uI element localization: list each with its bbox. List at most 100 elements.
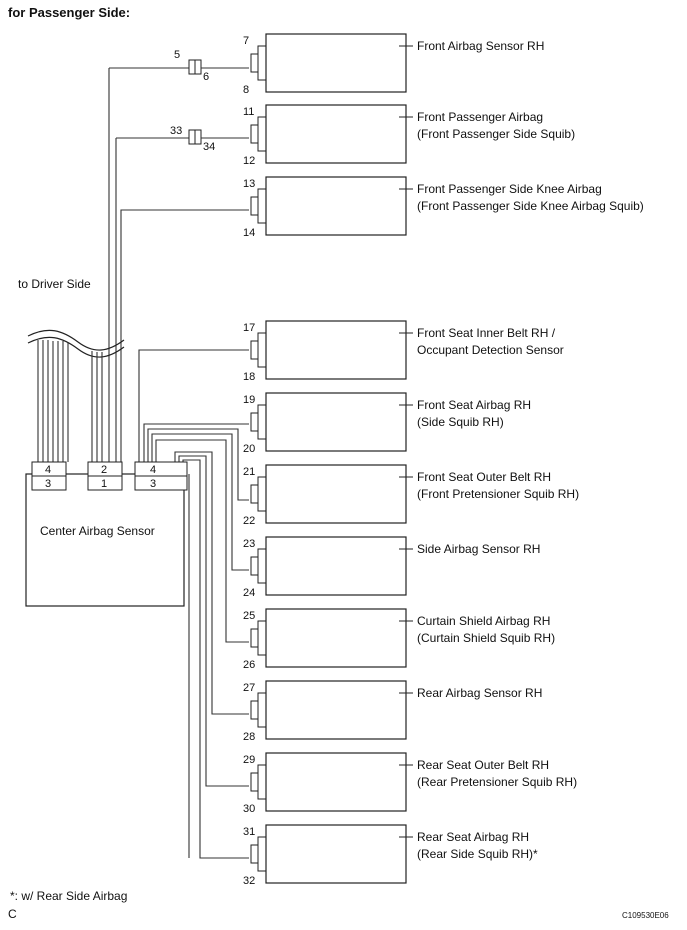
component-connector: [257, 332, 267, 368]
component-connector-plug: [250, 124, 259, 144]
component-pin-bottom: 8: [243, 84, 249, 96]
component-pin-bottom: 26: [243, 659, 255, 671]
to-driver-side-label: to Driver Side: [18, 277, 91, 291]
junction-pin-5: 5: [174, 49, 180, 61]
component-connector-plug: [250, 844, 259, 864]
component-row: 21 22 Front Seat Outer Belt RH (Front Prete…: [243, 464, 579, 527]
component-pin-bottom: 30: [243, 803, 255, 815]
component-connector: [257, 620, 267, 656]
component-box: [265, 464, 407, 524]
component-connector-plug: [250, 340, 259, 360]
component-box: [265, 536, 407, 596]
component-connector: [257, 764, 267, 800]
component-label: Front Airbag Sensor RH: [417, 39, 544, 53]
component-pin-top: 21: [243, 466, 255, 478]
component-label: Rear Airbag Sensor RH: [417, 686, 542, 700]
component-label: Rear Seat Airbag RH: [417, 830, 529, 844]
component-connector: [257, 548, 267, 584]
component-box: [265, 104, 407, 164]
component-box: [265, 176, 407, 236]
center-airbag-sensor: Center Airbag Sensor 4 3 2 1 4 3: [25, 461, 188, 607]
component-sublabel: (Rear Pretensioner Squib RH): [417, 775, 577, 789]
component-connector-plug: [250, 556, 259, 576]
component-connector-plug: [250, 700, 259, 720]
component-connector: [257, 476, 267, 512]
component-label: Front Seat Inner Belt RH /: [417, 326, 556, 340]
footnote: *: w/ Rear Side Airbag: [10, 889, 127, 903]
component-label: Curtain Shield Airbag RH: [417, 614, 550, 628]
component-connector: [257, 692, 267, 728]
component-sublabel: (Curtain Shield Squib RH): [417, 631, 555, 645]
component-connector: [257, 836, 267, 872]
component-box: [265, 680, 407, 740]
component-row: 7 8 Front Airbag Sensor RH: [243, 33, 544, 96]
component-pin-bottom: 20: [243, 443, 255, 455]
center-airbag-sensor-label: Center Airbag Sensor: [40, 524, 155, 538]
junction-pin-6: 6: [203, 71, 209, 83]
component-label: Front Seat Outer Belt RH: [417, 470, 551, 484]
center-conn-c-top: 4: [150, 464, 156, 476]
corner-letter: C: [8, 907, 17, 921]
component-sublabel: (Front Passenger Side Knee Airbag Squib): [417, 199, 644, 213]
component-pin-top: 19: [243, 394, 255, 406]
component-pin-bottom: 14: [243, 227, 255, 239]
component-label: Front Passenger Airbag: [417, 110, 543, 124]
component-box: [265, 608, 407, 668]
component-connector-plug: [250, 53, 259, 73]
component-pin-top: 23: [243, 538, 255, 550]
center-conn-b-bottom: 1: [101, 478, 107, 490]
component-connector: [257, 116, 267, 152]
component-pin-top: 25: [243, 610, 255, 622]
center-conn-a-top: 4: [45, 464, 51, 476]
component-connector-plug: [250, 196, 259, 216]
driver-side-wire-bundle: [27, 329, 125, 462]
component-box: [265, 320, 407, 380]
component-pin-bottom: 18: [243, 371, 255, 383]
component-pin-top: 31: [243, 826, 255, 838]
component-pin-top: 7: [243, 35, 249, 47]
component-row: 25 26 Curtain Shield Airbag RH (Curtain Shi…: [243, 608, 555, 671]
component-label: Rear Seat Outer Belt RH: [417, 758, 549, 772]
component-connector-plug: [250, 772, 259, 792]
component-pin-top: 27: [243, 682, 255, 694]
center-conn-c-bottom: 3: [150, 478, 156, 490]
component-box: [265, 752, 407, 812]
component-box: [265, 33, 407, 93]
component-row: 13 14 Front Passenger Side Knee Airbag (Fro…: [243, 176, 644, 239]
component-sublabel: (Front Passenger Side Squib): [417, 127, 575, 141]
junction-pin-33: 33: [170, 125, 182, 137]
wires-lower: [138, 349, 249, 859]
component-pin-bottom: 22: [243, 515, 255, 527]
component-box: [265, 392, 407, 452]
component-label: Front Passenger Side Knee Airbag: [417, 182, 602, 196]
center-conn-b-top: 2: [101, 464, 107, 476]
junction-connector-5-6: 5 6: [109, 49, 249, 83]
component-sublabel: (Side Squib RH): [417, 415, 504, 429]
junction-pin-34: 34: [203, 141, 215, 153]
component-connector-plug: [250, 412, 259, 432]
component-pin-top: 29: [243, 754, 255, 766]
component-pin-top: 17: [243, 322, 255, 334]
figure-code: C109530E06: [622, 911, 669, 920]
component-pin-bottom: 24: [243, 587, 255, 599]
center-conn-a-bottom: 3: [45, 478, 51, 490]
component-connector-plug: [250, 484, 259, 504]
component-pin-bottom: 32: [243, 875, 255, 887]
wires-upper: [108, 68, 249, 462]
component-row: 29 30 Rear Seat Outer Belt RH (Rear Pretens…: [243, 752, 577, 815]
diagram-heading: for Passenger Side:: [8, 5, 130, 20]
component-sublabel: (Front Pretensioner Squib RH): [417, 487, 579, 501]
junction-connector-33-34: 33 34: [116, 125, 249, 153]
component-pin-top: 11: [243, 106, 254, 118]
component-pin-top: 13: [243, 178, 255, 190]
component-sublabel: (Rear Side Squib RH)*: [417, 847, 538, 861]
component-box: [265, 824, 407, 884]
component-connector: [257, 45, 267, 81]
